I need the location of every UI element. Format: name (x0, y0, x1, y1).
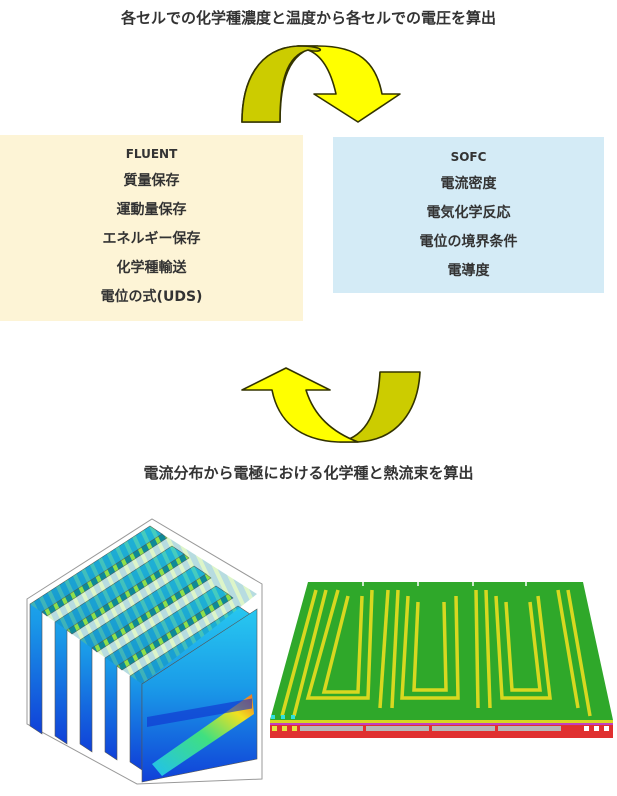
sofc-item: 電位の境界条件 (419, 234, 518, 250)
sofc-box: SOFC 電流密度 電気化学反応 電位の境界条件 電導度 (333, 137, 604, 293)
sofc-title: SOFC (450, 150, 487, 164)
curved-arrow-icon (241, 45, 401, 123)
fluent-item: 質量保存 (123, 173, 180, 189)
fluent-item: 電位の式(UDS) (100, 289, 203, 305)
serpentine-plate-image (270, 582, 613, 738)
bottom-caption: 電流分布から電極における化学種と熱流束を算出 (143, 464, 474, 482)
top-caption: 各セルでの化学種濃度と温度から各セルでの電圧を算出 (120, 9, 496, 27)
curved-arrow-icon (241, 367, 421, 443)
fluent-item: 化学種輸送 (116, 260, 187, 276)
fluent-item: エネルギー保存 (102, 231, 201, 247)
fluent-box: FLUENT 質量保存 運動量保存 エネルギー保存 化学種輸送 電位の式(UDS… (0, 135, 303, 321)
fluent-title: FLUENT (125, 147, 178, 161)
cfd-stack-image (26, 518, 263, 785)
fluent-item: 運動量保存 (116, 202, 187, 218)
sofc-item: 電流密度 (440, 176, 497, 192)
sofc-item: 電導度 (447, 263, 490, 279)
sofc-item: 電気化学反応 (426, 205, 511, 221)
